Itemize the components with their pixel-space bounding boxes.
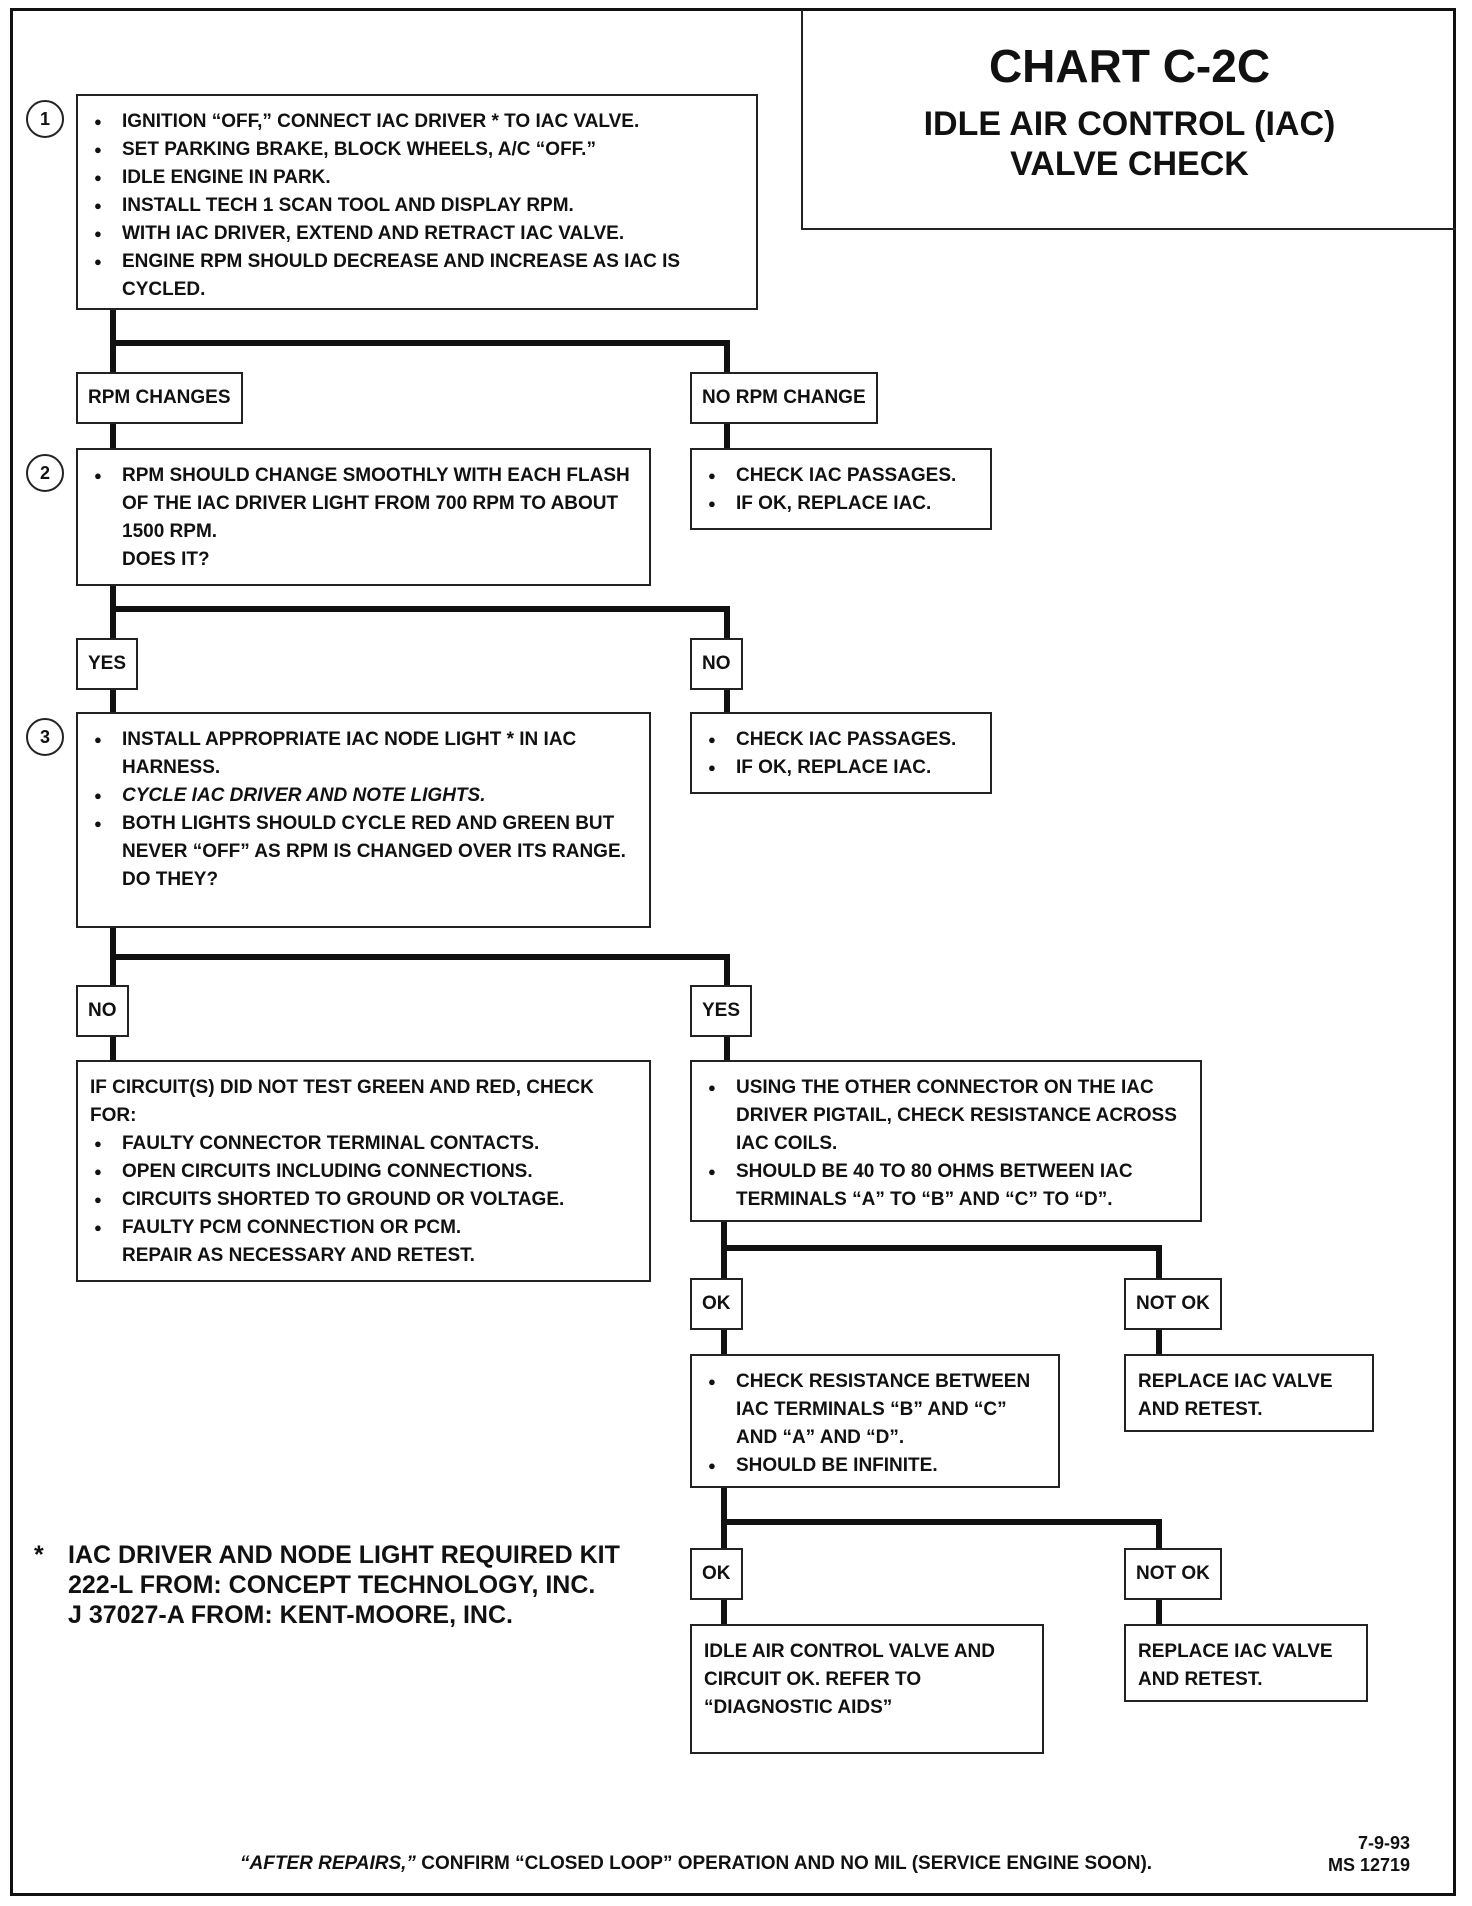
circuit-check-box: IF CIRCUIT(S) DID NOT TEST GREEN AND RED… bbox=[76, 1060, 651, 1282]
title-block: CHART C-2C IDLE AIR CONTROL (IAC) VALVE … bbox=[801, 10, 1456, 230]
step-3-question: DO THEY? bbox=[122, 869, 219, 890]
connector-line bbox=[1156, 1519, 1162, 1549]
step-1-item: IDLE ENGINE IN PARK. bbox=[90, 164, 744, 192]
connector-line bbox=[721, 1486, 727, 1548]
footnote-star: * bbox=[34, 1541, 44, 1569]
infinite-item: CHECK RESISTANCE BETWEEN IAC TERMINALS “… bbox=[704, 1368, 1046, 1452]
step-number-3: 3 bbox=[26, 718, 64, 756]
replace-valve-box-2: REPLACE IAC VALVE AND RETEST. bbox=[1124, 1624, 1368, 1702]
chart-title-line-1: IDLE AIR CONTROL (IAC) bbox=[923, 105, 1336, 143]
circuit-item: FAULTY PCM CONNECTION OR PCM. bbox=[90, 1214, 637, 1242]
step-number-2: 2 bbox=[26, 454, 64, 492]
connector-line bbox=[721, 1245, 1161, 1251]
circuit-intro: IF CIRCUIT(S) DID NOT TEST GREEN AND RED… bbox=[90, 1077, 594, 1126]
kit-note-line: IAC DRIVER AND NODE LIGHT REQUIRED KIT bbox=[68, 1541, 620, 1569]
replace-valve-box-1: REPLACE IAC VALVE AND RETEST. bbox=[1124, 1354, 1374, 1432]
label-ok: OK bbox=[690, 1278, 743, 1330]
circuit-repair: REPAIR AS NECESSARY AND RETEST. bbox=[122, 1245, 475, 1266]
step-1-item: IGNITION “OFF,” CONNECT IAC DRIVER * TO … bbox=[90, 108, 744, 136]
label-yes: YES bbox=[690, 985, 753, 1037]
revision-ref: MS 12719 bbox=[1328, 1855, 1411, 1875]
connector-line bbox=[110, 1033, 116, 1061]
circuit-item: FAULTY CONNECTOR TERMINAL CONTACTS. bbox=[90, 1130, 637, 1158]
label-no-rpm-change: NO RPM CHANGE bbox=[690, 372, 878, 424]
connector-line bbox=[1156, 1245, 1162, 1280]
after-repairs-note: “AFTER REPAIRS,” CONFIRM “CLOSED LOOP” O… bbox=[240, 1853, 1152, 1875]
step-2-question: DOES IT? bbox=[122, 549, 210, 570]
step-1-box: IGNITION “OFF,” CONNECT IAC DRIVER * TO … bbox=[76, 94, 758, 310]
label-ok: OK bbox=[690, 1548, 743, 1600]
label-no: NO bbox=[690, 638, 743, 690]
connector-line bbox=[721, 1326, 727, 1356]
connector-line bbox=[110, 340, 730, 346]
infinite-item: SHOULD BE INFINITE. bbox=[704, 1452, 1046, 1480]
connector-line bbox=[110, 606, 730, 612]
revision-stamp: 7-9-93 MS 12719 bbox=[1328, 1832, 1410, 1876]
label-not-ok: NOT OK bbox=[1124, 1278, 1222, 1330]
infinite-check-box: CHECK RESISTANCE BETWEEN IAC TERMINALS “… bbox=[690, 1354, 1060, 1488]
circuit-item: CIRCUITS SHORTED TO GROUND OR VOLTAGE. bbox=[90, 1186, 637, 1214]
step-1-item: ENGINE RPM SHOULD DECREASE AND INCREASE … bbox=[90, 248, 744, 304]
step-2-item: RPM SHOULD CHANGE SMOOTHLY WITH EACH FLA… bbox=[90, 462, 637, 546]
connector-line bbox=[721, 1519, 1161, 1525]
resistance-item: USING THE OTHER CONNECTOR ON THE IAC DRI… bbox=[704, 1074, 1188, 1158]
chart-title-line-2: VALVE CHECK bbox=[1010, 145, 1249, 183]
connector-line bbox=[724, 606, 730, 640]
connector-line bbox=[110, 585, 116, 640]
passages-item: IF OK, REPLACE IAC. bbox=[704, 490, 978, 518]
passages-item: CHECK IAC PASSAGES. bbox=[704, 462, 978, 490]
connector-line bbox=[724, 418, 730, 450]
connector-line bbox=[724, 954, 730, 987]
after-repairs-text: CONFIRM “CLOSED LOOP” OPERATION AND NO M… bbox=[415, 1853, 1153, 1874]
valve-ok-box: IDLE AIR CONTROL VALVE AND CIRCUIT OK. R… bbox=[690, 1624, 1044, 1754]
label-rpm-changes: RPM CHANGES bbox=[76, 372, 243, 424]
step-1-item: SET PARKING BRAKE, BLOCK WHEELS, A/C “OF… bbox=[90, 136, 744, 164]
connector-line bbox=[724, 340, 730, 378]
resistance-item: SHOULD BE 40 TO 80 OHMS BETWEEN IAC TERM… bbox=[704, 1158, 1188, 1214]
connector-line bbox=[724, 686, 730, 714]
connector-line bbox=[724, 1033, 730, 1061]
step-number-1: 1 bbox=[26, 100, 64, 138]
revision-date: 7-9-93 bbox=[1358, 1833, 1411, 1853]
passages-box-1: CHECK IAC PASSAGES. IF OK, REPLACE IAC. bbox=[690, 448, 992, 530]
step-3-box: INSTALL APPROPRIATE IAC NODE LIGHT * IN … bbox=[76, 712, 651, 928]
page-frame bbox=[10, 8, 1456, 1896]
label-not-ok: NOT OK bbox=[1124, 1548, 1222, 1600]
kit-note-line: J 37027-A FROM: KENT-MOORE, INC. bbox=[68, 1601, 513, 1629]
step-1-item: WITH IAC DRIVER, EXTEND AND RETRACT IAC … bbox=[90, 220, 744, 248]
resistance-check-box: USING THE OTHER CONNECTOR ON THE IAC DRI… bbox=[690, 1060, 1202, 1222]
circuit-item: OPEN CIRCUITS INCLUDING CONNECTIONS. bbox=[90, 1158, 637, 1186]
connector-line bbox=[1156, 1326, 1162, 1356]
connector-line bbox=[721, 1596, 727, 1626]
passages-box-2: CHECK IAC PASSAGES. IF OK, REPLACE IAC. bbox=[690, 712, 992, 794]
connector-line bbox=[1156, 1596, 1162, 1626]
passages-item: IF OK, REPLACE IAC. bbox=[704, 754, 978, 782]
step-1-item: INSTALL TECH 1 SCAN TOOL AND DISPLAY RPM… bbox=[90, 192, 744, 220]
after-repairs-label: “AFTER REPAIRS,” bbox=[240, 1853, 416, 1874]
connector-line bbox=[110, 686, 116, 714]
connector-line bbox=[110, 954, 730, 960]
kit-note: * IAC DRIVER AND NODE LIGHT REQUIRED KIT… bbox=[34, 1540, 620, 1630]
step-3-item: CYCLE IAC DRIVER AND NOTE LIGHTS. bbox=[90, 782, 637, 810]
connector-line bbox=[110, 418, 116, 450]
label-no: NO bbox=[76, 985, 129, 1037]
step-3-item: BOTH LIGHTS SHOULD CYCLE RED AND GREEN B… bbox=[90, 810, 637, 866]
kit-note-line: 222-L FROM: CONCEPT TECHNOLOGY, INC. bbox=[68, 1571, 596, 1599]
chart-id: CHART C-2C bbox=[988, 40, 1271, 92]
passages-item: CHECK IAC PASSAGES. bbox=[704, 726, 978, 754]
step-2-box: RPM SHOULD CHANGE SMOOTHLY WITH EACH FLA… bbox=[76, 448, 651, 586]
step-3-item: INSTALL APPROPRIATE IAC NODE LIGHT * IN … bbox=[90, 726, 637, 782]
label-yes: YES bbox=[76, 638, 139, 690]
